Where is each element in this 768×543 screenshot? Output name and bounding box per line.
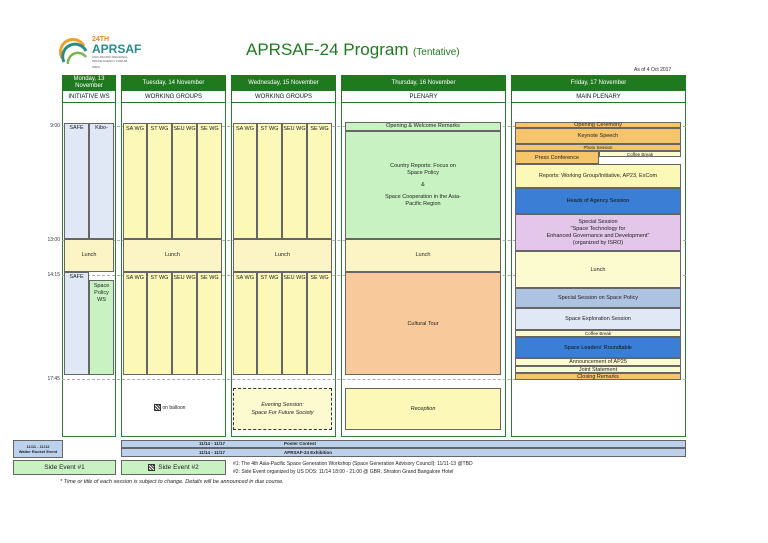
day-sub-wednesday: WORKING GROUPS [231,91,336,103]
wed-seu-wg-pm: SEU WG [282,272,307,375]
time-1300: 13:00 [47,237,60,243]
footnote-1: #1: The 4th Asia-Pacific Space Generatio… [233,461,473,467]
thu-amp: & [421,181,425,188]
fri-photo: Photo Session [515,144,681,151]
wed-se-wg-pm: SE WG [307,272,332,375]
thu-country-reports: Country Reports: Focus on Space Policy &… [345,131,501,239]
day-header-tuesday: Tuesday, 14 November [121,75,226,91]
fri-space-policy: Special Session on Space Policy [515,288,681,308]
logo-swirl-icon [58,38,88,65]
fri-joint-statement: Joint Statement [515,366,681,373]
time-1415: 14:15 [47,272,60,278]
exhibit-label: APRSAF-24 Exhibition [284,450,333,455]
time-0900: 9:00 [50,123,60,129]
fri-special-session: Special Session "Space Technology for En… [515,214,681,251]
day-sub-tuesday: WORKING GROUPS [121,91,226,103]
special-line2: "Space Technology for [570,225,626,232]
side-event-2-icon [148,464,156,471]
walter-label: Walter Rocket Event [18,449,58,454]
thu-country: Country Reports: Focus on Space Policy [390,162,456,176]
tue-se-wg-am: SE WG [197,123,222,239]
thu-coop: Space Cooperation in the Asia-Pacific Re… [385,193,461,207]
evening-line2: Space For Future Society [251,410,314,416]
fri-space-exploration: Space Exploration Session [515,308,681,330]
walter-dates: 11/11 - 11/12 [26,444,50,449]
day-header-friday: Friday, 17 November [511,75,686,91]
day-header-monday: Monday, 13 November [62,75,116,91]
wed-sa-wg-am: SA WG [233,123,257,239]
poster-label: Poster Contest [284,441,317,446]
fri-closing: Closing Remarks [515,373,681,380]
fri-coffee1: Coffee Break [599,151,681,157]
thu-cultural-tour: Cultural Tour [345,272,501,375]
tue-st-wg-am: ST WG [147,123,172,239]
logo-country: INDIA [92,65,101,69]
balloon-legend: on balloon [154,404,185,411]
walter-rocket-event: 11/11 - 11/12 Walter Rocket Event [13,440,63,458]
special-line4: (organized by ISRO) [572,239,624,246]
exhibit-dates: 11/14 - 11/17 [199,450,226,455]
monday-safe-morning: SAFE [64,123,89,239]
title-main: APRSAF-24 Program [246,40,409,59]
logo-tagline: ASIA-PACIFIC REGIONAL SPACE AGENCY FORUM [92,55,128,63]
side-event-2: Side Event #2 [121,460,226,475]
tue-st-wg-pm: ST WG [147,272,172,375]
fri-reports: Reports: Working Group/Initiative, AP23,… [515,164,681,188]
evening-line1: Evening Session: [261,402,304,408]
tue-lunch: Lunch [123,239,222,272]
thu-opening: Opening & Welcome Remarks [345,122,501,131]
fri-lunch: Lunch [515,251,681,288]
as-of-date: As of 4 Oct 2017 [634,67,672,73]
thu-reception: Reception [345,388,501,430]
tue-seu-wg-am: SEU WG [172,123,197,239]
balloon-legend-text: on balloon [162,404,186,411]
monday-safe-afternoon: SAFE [64,272,89,375]
fri-leaders-roundtable: Space Leaders' Roundtable [515,337,681,358]
day-sub-monday: INITIATIVE WS [62,91,116,103]
wed-sa-wg-pm: SA WG [233,272,257,375]
side-event-2-label: Side Event #2 [158,464,199,471]
tue-sa-wg-pm: SA WG [123,272,147,375]
page-title: APRSAF-24 Program (Tentative) [246,40,460,60]
fri-ap25: Announcement of AP25 [515,358,681,366]
wed-st-wg-pm: ST WG [257,272,282,375]
tue-sa-wg-am: SA WG [123,123,147,239]
gridline-1745 [62,379,686,380]
wed-evening-session: Evening Session: Space For Future Societ… [233,388,332,430]
poster-dates: 11/14 - 11/17 [199,441,226,446]
title-suffix: (Tentative) [412,47,460,58]
fri-press: Press Conference [515,151,599,164]
tue-se-wg-pm: SE WG [197,272,222,375]
special-line1: Special Session [578,218,618,225]
time-1745: 17:45 [47,376,60,382]
day-sub-friday: MAIN PLENARY [511,91,686,103]
monday-lunch: Lunch [64,239,114,272]
fri-heads-of-agency: Heads of Agency Session [515,188,681,214]
balloon-icon [154,404,161,411]
fri-coffee2: Coffee Break [515,330,681,337]
wed-lunch: Lunch [233,239,332,272]
logo-name: APRSAF [92,42,142,56]
aprsaf-logo: 24TH APRSAF ASIA-PACIFIC REGIONAL SPACE … [58,36,142,70]
monday-space-policy-ws: Space Policy WS [89,280,114,375]
poster-contest-bar: 11/14 - 11/17 Poster Contest [121,440,686,448]
wed-se-wg-am: SE WG [307,123,332,239]
day-header-wednesday: Wednesday, 15 November [231,75,336,91]
tue-seu-wg-pm: SEU WG [172,272,197,375]
logo-edition: 24TH [92,36,110,43]
footnote-2: #2: Side Event organized by US DOS: 11/1… [233,469,454,475]
exhibition-bar: 11/14 - 11/17 APRSAF-24 Exhibition [121,448,686,457]
thu-lunch: Lunch [345,239,501,272]
wed-seu-wg-am: SEU WG [282,123,307,239]
day-header-thursday: Thursday, 16 November [341,75,506,91]
monday-kibo: Kibo- [89,123,114,239]
day-sub-thursday: PLENARY [341,91,506,103]
wed-st-wg-am: ST WG [257,123,282,239]
disclaimer: * Time or title of each session is subje… [60,479,284,485]
side-event-1: Side Event #1 [13,460,116,475]
fri-opening: Opening Ceremony [515,122,681,128]
fri-keynote: Keynote Speech [515,128,681,144]
special-line3: Enhanced Governance and Development" [546,232,650,239]
